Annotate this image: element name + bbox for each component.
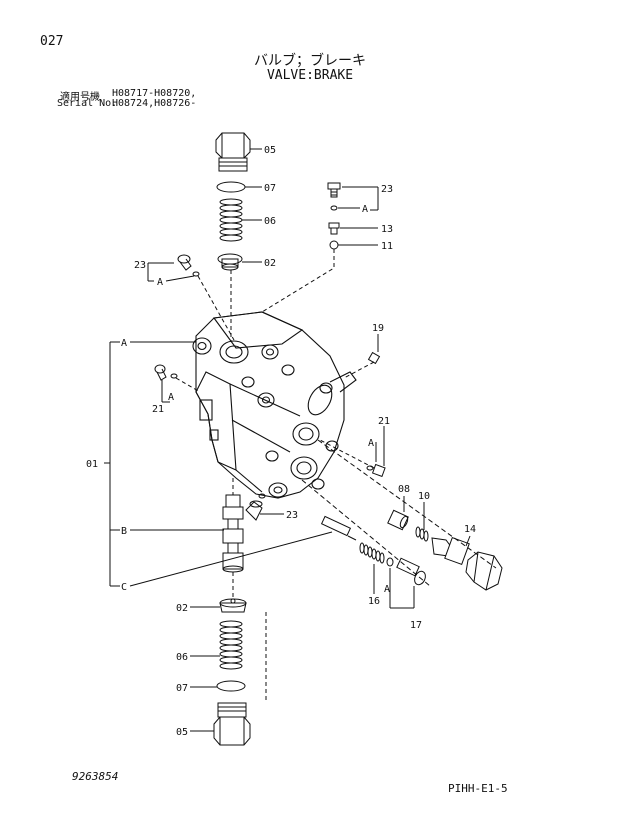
callout-23-left: 23 bbox=[134, 260, 146, 271]
ref-a-17: A bbox=[384, 584, 390, 595]
valve-body bbox=[192, 311, 357, 499]
page-code: PIHH-E1-5 bbox=[448, 782, 508, 795]
relief-valve-14 bbox=[431, 536, 503, 591]
ref-a-bracket: A bbox=[121, 338, 127, 349]
serial-range-1: H08717-H08720, bbox=[112, 88, 197, 99]
ball-11 bbox=[329, 240, 339, 250]
page-number: 027 bbox=[40, 34, 64, 49]
title-japanese: バルブ；ブレーキ bbox=[254, 53, 366, 69]
serial-range-2: H08724,H08726- bbox=[112, 98, 197, 109]
screw-23-middle bbox=[245, 500, 263, 521]
o-ring-top bbox=[216, 181, 246, 193]
callout-23-middle: 23 bbox=[286, 510, 298, 521]
screw-23-top-right bbox=[327, 182, 341, 198]
ref-a-21-left: A bbox=[168, 392, 174, 403]
plug-bottom bbox=[213, 702, 251, 746]
callout-21-left: 21 bbox=[152, 404, 164, 415]
screw-13 bbox=[328, 222, 340, 235]
spool bbox=[222, 494, 244, 573]
callout-06-top: 06 bbox=[264, 216, 276, 227]
ref-a-21-right: A bbox=[368, 438, 374, 449]
plug-top bbox=[215, 132, 251, 172]
spring-seat-bottom bbox=[219, 598, 247, 613]
pilot-spool bbox=[320, 515, 357, 541]
o-ring-17 bbox=[386, 557, 394, 567]
callout-19: 19 bbox=[372, 323, 384, 334]
spring-seat-top bbox=[217, 253, 243, 271]
callout-06-bottom: 06 bbox=[176, 652, 188, 663]
title-english: VALVE:BRAKE bbox=[266, 68, 354, 83]
callout-14: 14 bbox=[464, 524, 476, 535]
ref-a-left: A bbox=[157, 277, 163, 288]
serial-label-english: Serial No. bbox=[57, 98, 118, 109]
callout-11: 11 bbox=[381, 241, 393, 252]
callout-01: 01 bbox=[86, 459, 98, 470]
callout-10: 10 bbox=[418, 491, 430, 502]
screw-23-left bbox=[177, 254, 192, 271]
ref-a-top-right: A bbox=[362, 204, 368, 215]
sleeve-08 bbox=[387, 509, 409, 531]
o-ring-bottom bbox=[216, 680, 246, 692]
callout-07-top: 07 bbox=[264, 183, 276, 194]
callout-07-bottom: 07 bbox=[176, 683, 188, 694]
callout-05-top: 05 bbox=[264, 145, 276, 156]
ref-c: C bbox=[121, 582, 127, 593]
plug-19 bbox=[367, 351, 381, 365]
callout-05-bottom: 05 bbox=[176, 727, 188, 738]
screw-21-left bbox=[154, 364, 167, 381]
ref-b: B bbox=[121, 526, 127, 537]
spring-16 bbox=[359, 542, 385, 564]
spring-top bbox=[219, 198, 243, 242]
callout-02-top: 02 bbox=[264, 258, 276, 269]
screw-21-right bbox=[371, 463, 386, 478]
small-ring-21-left bbox=[170, 373, 178, 379]
serial-label-japanese: 適用号機 bbox=[60, 92, 100, 103]
spring-10 bbox=[415, 526, 429, 542]
small-ring-a bbox=[330, 205, 338, 211]
callout-08: 08 bbox=[398, 484, 410, 495]
callout-21-right: 21 bbox=[378, 416, 390, 427]
callout-16: 16 bbox=[368, 596, 380, 607]
callout-13: 13 bbox=[381, 224, 393, 235]
callout-23-top-right: 23 bbox=[381, 184, 393, 195]
document-number: 9263854 bbox=[72, 770, 119, 783]
callout-02-bottom: 02 bbox=[176, 603, 188, 614]
callout-17: 17 bbox=[410, 620, 422, 631]
small-ring-23-middle bbox=[258, 493, 266, 499]
small-ring-left bbox=[192, 271, 200, 277]
spring-bottom bbox=[219, 620, 243, 670]
